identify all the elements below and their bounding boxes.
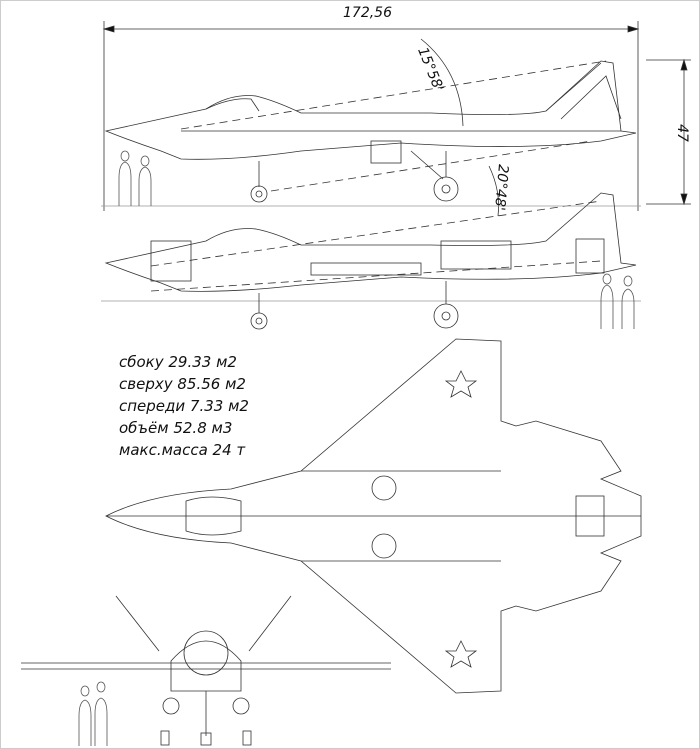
spec-side-area: сбоку 29.33 м2 [119, 353, 237, 371]
human-figures [118, 150, 152, 206]
specs-block: сбоку 29.33 м2 сверху 85.56 м2 спереди 7… [119, 351, 249, 461]
spec-top-area: сверху 85.56 м2 [119, 375, 246, 393]
spec-front-area: спереди 7.33 м2 [119, 397, 249, 415]
top-view [105, 338, 642, 694]
length-dimension-line [102, 21, 640, 211]
height-dimension-label: 47 [673, 124, 690, 142]
angle-arcs [150, 38, 607, 292]
spec-volume: объём 52.8 м3 [119, 419, 233, 437]
side-view-cutaway [101, 192, 641, 330]
height-dimension-line [646, 58, 691, 206]
spec-max-mass: макс.масса 24 т [119, 441, 246, 459]
human-figures [78, 681, 108, 746]
front-view [21, 595, 391, 746]
length-dimension-label: 172,56 [343, 5, 392, 21]
human-figures [600, 273, 635, 329]
side-view-upper [101, 60, 641, 207]
